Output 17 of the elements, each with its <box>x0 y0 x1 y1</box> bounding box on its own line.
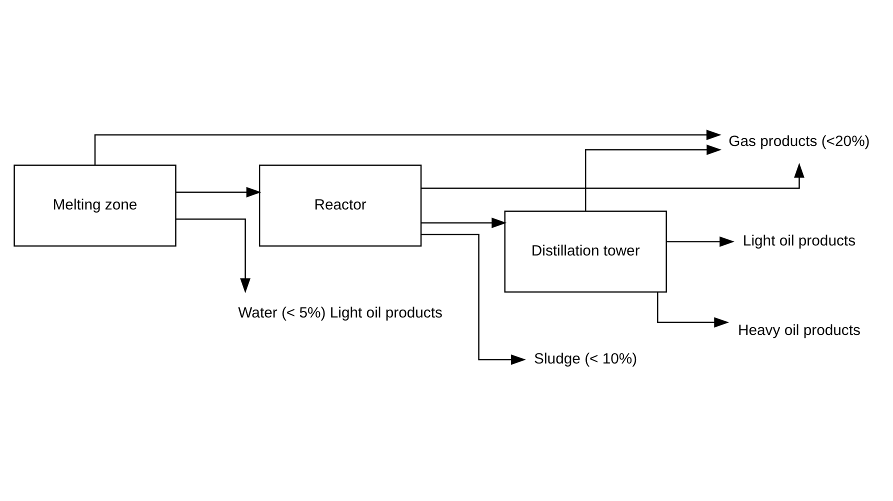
node-box: Distillation tower <box>504 210 667 292</box>
arrow <box>421 162 804 188</box>
node-box: Reactor <box>258 164 422 246</box>
arrow <box>666 236 734 246</box>
node-text: Heavy oil products <box>738 322 860 338</box>
arrow <box>94 129 722 164</box>
node-text: Sludge (< 10%) <box>534 351 638 368</box>
arrow <box>176 186 262 197</box>
arrow <box>176 218 251 293</box>
arrow <box>657 292 730 328</box>
node-text: Light oil products <box>742 233 856 250</box>
arrow <box>421 217 507 228</box>
arrow <box>421 233 526 364</box>
node-text: Water (< 5%) Light oil products <box>238 305 442 322</box>
node-box: Melting zone <box>14 164 176 246</box>
arrow <box>584 144 722 210</box>
node-text: Gas products (<20%) <box>728 134 870 150</box>
